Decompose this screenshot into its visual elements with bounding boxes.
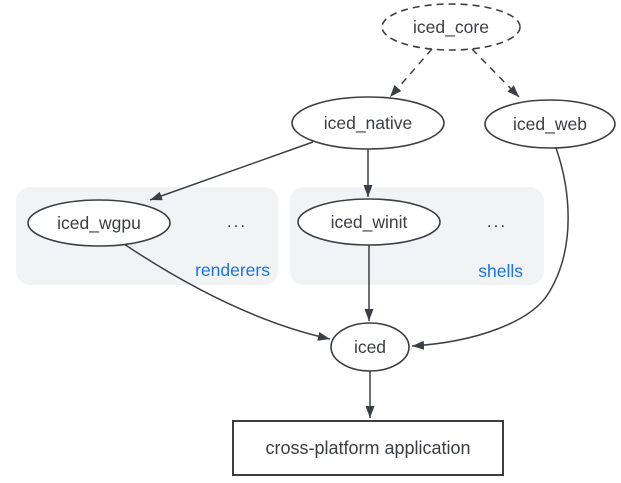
node-iced-label: iced: [354, 337, 386, 357]
node-iced-wgpu-label: iced_wgpu: [57, 213, 141, 234]
node-iced-web: [484, 99, 616, 149]
node-iced-core-label: iced_core: [413, 17, 489, 38]
node-iced-winit-label: iced_winit: [331, 212, 408, 233]
edge-core-to-native: [389, 48, 433, 98]
node-iced: [330, 322, 410, 372]
edge-native-to-wgpu: [149, 141, 314, 201]
renderers-ellipsis: ...: [227, 212, 247, 231]
edge-web-to-iced: [411, 147, 569, 350]
node-application-box: [232, 420, 504, 476]
node-application-label: cross-platform application: [265, 438, 470, 458]
node-iced-core: [381, 3, 521, 51]
node-iced-native-label: iced_native: [324, 113, 413, 134]
shells-group-label: shells: [478, 261, 523, 281]
edge-core-to-web: [471, 48, 520, 98]
edge-wgpu-to-iced: [123, 243, 331, 341]
node-iced-wgpu: [27, 199, 171, 247]
node-iced-web-label: iced_web: [513, 114, 587, 135]
shells-ellipsis: ...: [487, 212, 507, 231]
node-iced-winit: [297, 198, 441, 246]
node-iced-native: [291, 96, 445, 150]
renderers-group-label: renderers: [195, 260, 270, 280]
